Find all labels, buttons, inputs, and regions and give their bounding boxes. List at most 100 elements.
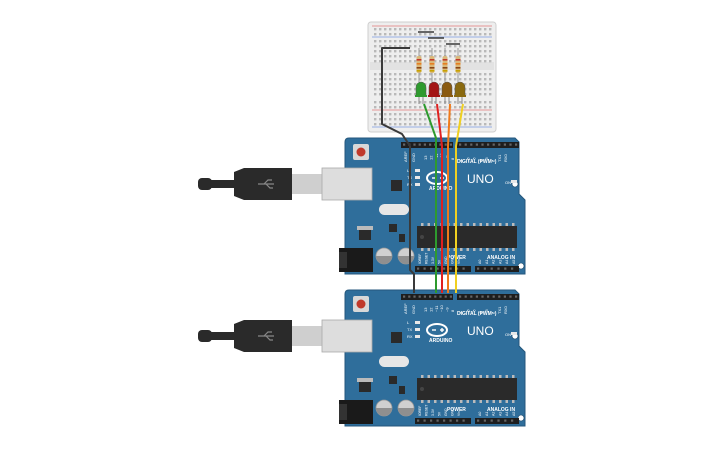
usb-cable-end (198, 178, 212, 190)
breadboard-hole (484, 118, 487, 121)
breadboard-hole (379, 118, 382, 121)
usb-icon (258, 179, 274, 189)
breadboard-hole (449, 33, 452, 36)
breadboard-hole (404, 101, 407, 104)
breadboard-hole (374, 118, 377, 121)
resistor-band (416, 63, 422, 65)
header-pin (503, 143, 506, 146)
breadboard-hole (429, 55, 432, 58)
breadboard-hole (479, 101, 482, 104)
breadboard-hole (414, 45, 417, 48)
breadboard-hole (479, 113, 482, 116)
pin-label: 2 (491, 311, 496, 314)
resistor-band (442, 67, 448, 69)
breadboard-hole (379, 101, 382, 104)
breadboard-hole (419, 45, 422, 48)
breadboard-hole (449, 60, 452, 63)
usb-cable (210, 332, 234, 340)
breadboard-hole (374, 55, 377, 58)
chip-pin (505, 248, 508, 251)
breadboard-hole (459, 33, 462, 36)
breadboard-hole (454, 28, 457, 31)
header-pin (475, 143, 478, 146)
breadboard-hole (484, 60, 487, 63)
breadboard-hole (444, 33, 447, 36)
breadboard-hole (374, 33, 377, 36)
breadboard-hole (459, 73, 462, 76)
chip-pin (479, 400, 482, 403)
breadboard-hole (489, 40, 492, 43)
chip-pin (492, 375, 495, 378)
on-label: ON (505, 332, 511, 337)
breadboard-hole (374, 83, 377, 86)
header-pin (483, 267, 486, 270)
breadboard-hole (404, 73, 407, 76)
breadboard-hole (409, 106, 412, 109)
header-pin (504, 419, 507, 422)
breadboard-hole (469, 73, 472, 76)
breadboard-hole (419, 33, 422, 36)
breadboard-hole (384, 78, 387, 81)
breadboard-hole (399, 28, 402, 31)
resistor-band (455, 59, 461, 61)
breadboard-hole (404, 123, 407, 126)
chip-pin (460, 400, 463, 403)
breadboard-hole (484, 28, 487, 31)
breadboard-hole (479, 93, 482, 96)
led-rim (441, 95, 453, 97)
breadboard-hole (394, 40, 397, 43)
breadboard-hole (414, 113, 417, 116)
header-pin (487, 295, 490, 298)
header-pin (504, 267, 507, 270)
breadboard-hole (389, 60, 392, 63)
wire (455, 103, 464, 293)
header-pin (492, 143, 495, 146)
chip-pin (434, 375, 437, 378)
resistor-band (416, 70, 422, 72)
chip-pin (486, 248, 489, 251)
breadboard-hole (474, 60, 477, 63)
analog-pin-label: A4 (505, 412, 509, 416)
breadboard-hole (444, 123, 447, 126)
breadboard-hole (399, 33, 402, 36)
pin-label: ~6 (465, 157, 470, 162)
usb-cable-end (198, 330, 212, 342)
usb-cable (210, 180, 234, 188)
breadboard-hole (439, 88, 442, 91)
breadboard-hole (404, 60, 407, 63)
chip-pin (421, 248, 424, 251)
breadboard-hole (414, 55, 417, 58)
header-pin (417, 419, 420, 422)
header-pin (459, 143, 462, 146)
chip-pin (421, 400, 424, 403)
breadboard-hole (399, 113, 402, 116)
breadboard-hole (429, 101, 432, 104)
breadboard-hole (449, 50, 452, 53)
breadboard-hole (379, 93, 382, 96)
breadboard-hole (469, 55, 472, 58)
chip-pin (473, 223, 476, 226)
header-pin (497, 419, 500, 422)
chip-pin (512, 375, 515, 378)
breadboard-hole (444, 106, 447, 109)
breadboard-hole (384, 113, 387, 116)
crystal (379, 204, 409, 215)
crystal (379, 356, 409, 367)
chip-pin (505, 400, 508, 403)
power-pin-label: 5V (438, 411, 442, 416)
breadboard-hole (399, 55, 402, 58)
breadboard-hole (374, 113, 377, 116)
breadboard-hole (464, 83, 467, 86)
breadboard-hole (474, 118, 477, 121)
breadboard-hole (404, 55, 407, 58)
breadboard-hole (399, 40, 402, 43)
voltage-regulator (359, 230, 371, 240)
breadboard-hole (419, 106, 422, 109)
chip-pin (440, 400, 443, 403)
breadboard-hole (379, 73, 382, 76)
breadboard-hole (404, 33, 407, 36)
breadboard-hole (454, 73, 457, 76)
header-pin (464, 143, 467, 146)
